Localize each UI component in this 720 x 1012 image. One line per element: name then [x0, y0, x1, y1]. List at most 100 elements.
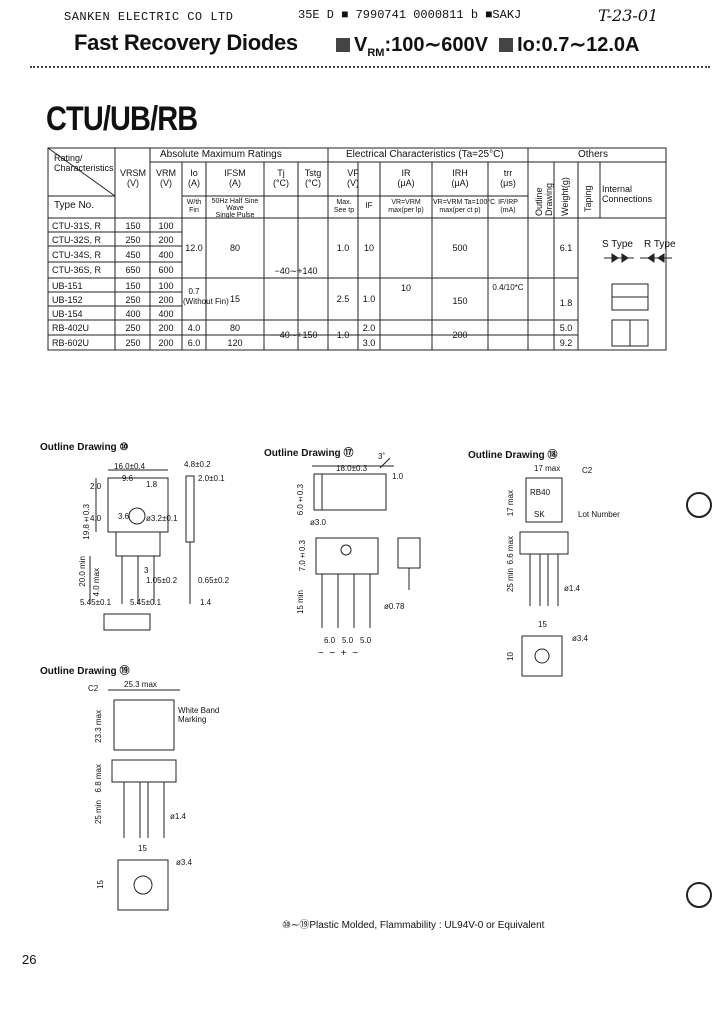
dim-label: 3˚ — [378, 452, 386, 461]
col-vrm: VRM (V) — [156, 168, 176, 188]
rb-vf: 1.0 — [336, 330, 350, 340]
dim-label: 2.0 — [90, 482, 102, 491]
row-vrm: 200 — [158, 323, 174, 333]
tj-range-1: −40∼+140 — [274, 266, 318, 276]
footnote: ⑩∼⑲Plastic Molded, Flammability : UL94V-… — [282, 920, 545, 931]
dim-label: ø0.78 — [384, 602, 405, 611]
col-tstg: Tstg (°C) — [304, 168, 322, 188]
series-title: CTU/UB/RB — [46, 100, 198, 138]
row-type: CTU-34S, R — [52, 250, 102, 260]
col-vf: VF (V) — [347, 168, 359, 188]
dim-label: ø1.4 — [564, 584, 581, 593]
elec-char-header: Electrical Characteristics (Ta=25°C) — [346, 149, 504, 160]
ctu-irh: 500 — [452, 243, 468, 253]
ir-all: 10 — [400, 283, 411, 293]
pin-markings: ~ − + ~ — [318, 648, 359, 659]
dim-label: C2 — [88, 684, 99, 693]
dim-label: 16.0±0.4 — [114, 462, 146, 471]
dim-label: 10 — [506, 652, 515, 661]
dim-label: ø3.4 — [572, 634, 589, 643]
dim-label: 3.6 — [118, 512, 130, 521]
dim-label: 25 min — [94, 800, 103, 825]
ub-if: 1.0 — [362, 294, 376, 304]
square-bullet-icon — [499, 38, 514, 52]
dim-label: 6.0 — [324, 636, 336, 645]
mounting-hole — [128, 507, 146, 525]
part-marking: RB40 — [530, 488, 551, 497]
row-vrsm: 250 — [125, 323, 141, 333]
ub-vf: 2.5 — [336, 294, 350, 304]
row-vrsm: 450 — [125, 250, 141, 260]
dim-label: 15 — [138, 844, 147, 853]
dim-label: 15 min — [296, 590, 305, 615]
trr-all: 0.4/10*C — [492, 283, 524, 292]
dim-label: 2.0±0.1 — [198, 474, 225, 483]
page-number: 26 — [22, 952, 37, 967]
square-bullet-icon — [336, 38, 350, 52]
company-header: SANKEN ELECTRIC CO LTD — [64, 10, 234, 24]
row-vrsm: 150 — [125, 221, 141, 231]
part-marking: SK — [534, 510, 545, 519]
dim-label: 4.8±0.2 — [184, 460, 211, 469]
dim-label: 4.0 — [90, 514, 102, 523]
binder-hole — [686, 492, 712, 518]
rb-irh: 200 — [452, 330, 468, 340]
ctu-vf: 1.0 — [336, 243, 350, 253]
row-type: UB-154 — [52, 309, 83, 319]
dim-label: 3 — [144, 566, 149, 575]
ctu-if: 10 — [363, 243, 374, 253]
dim-label: ø3.4 — [176, 858, 193, 867]
row-vrsm: 250 — [125, 235, 141, 245]
dim-label: 25 min — [506, 568, 515, 593]
row-type: UB-151 — [52, 281, 83, 291]
dim-label: ø3.0 — [310, 518, 327, 527]
dim-label: White Band Marking — [178, 706, 220, 724]
rb402-ifsm: 80 — [229, 323, 240, 333]
dim-label: 4.0 max — [92, 568, 101, 597]
dim-label: 1.0 — [392, 472, 404, 481]
row-vrm: 200 — [158, 338, 174, 348]
row-vrm: 200 — [158, 235, 174, 245]
spec-summary: VRM:100∼600V Io:0.7∼12.0A — [336, 32, 639, 59]
others-header: Others — [578, 149, 609, 160]
dim-label: 17 max — [534, 464, 561, 473]
sub-ir: VR=VRM max(per lp) — [388, 199, 424, 214]
row-vrm: 100 — [158, 281, 174, 291]
dim-label: 6.8 max — [94, 764, 103, 793]
sub-irh: VR=VRM Ta=100°C max(per ct p) — [433, 199, 496, 214]
ub-irh: 150 — [452, 296, 468, 306]
rating-label: Rating/ Characteristics — [54, 153, 114, 173]
row-vrsm: 650 — [125, 265, 141, 275]
rb402-io: 4.0 — [187, 323, 201, 333]
row-vrm: 200 — [158, 295, 174, 305]
ub-weight: 1.8 — [559, 298, 573, 308]
row-vrsm: 250 — [125, 338, 141, 348]
conn-r-type: R Type — [644, 239, 676, 250]
sub-vf: Max. See tp — [333, 199, 355, 214]
ctu-io: 12.0 — [185, 243, 203, 253]
col-irh: IRH (μA) — [451, 168, 469, 188]
dim-label: 6.0±0.3 — [296, 484, 305, 516]
rb402-weight: 5.0 — [559, 323, 573, 333]
col-ir: IR (μA) — [397, 168, 415, 188]
dim-label: 5.45±0.1 — [80, 598, 112, 607]
dim-label: 15 — [538, 620, 547, 629]
row-vrsm: 150 — [125, 281, 141, 291]
row-type: RB-402U — [52, 323, 90, 333]
dim-label: 0.65±0.2 — [198, 576, 230, 585]
dim-label: 6.6 max — [506, 536, 515, 565]
drawing-title: Outline Drawing ⑩ — [40, 442, 129, 453]
sub-trr: IF/IRP (mA) — [498, 199, 518, 214]
dim-label: 5.0 — [342, 636, 354, 645]
row-type: CTU-31S, R — [52, 221, 102, 231]
dim-label: C2 — [582, 466, 593, 475]
abs-max-header: Absolute Maximum Ratings — [160, 149, 282, 160]
dim-label: Lot Number — [578, 510, 620, 519]
dim-label: 17 max — [506, 490, 515, 517]
header-rule — [30, 66, 710, 68]
dim-label: 1.4 — [200, 598, 212, 607]
row-vrsm: 250 — [125, 295, 141, 305]
dim-label: 7.0±0.3 — [298, 540, 307, 572]
